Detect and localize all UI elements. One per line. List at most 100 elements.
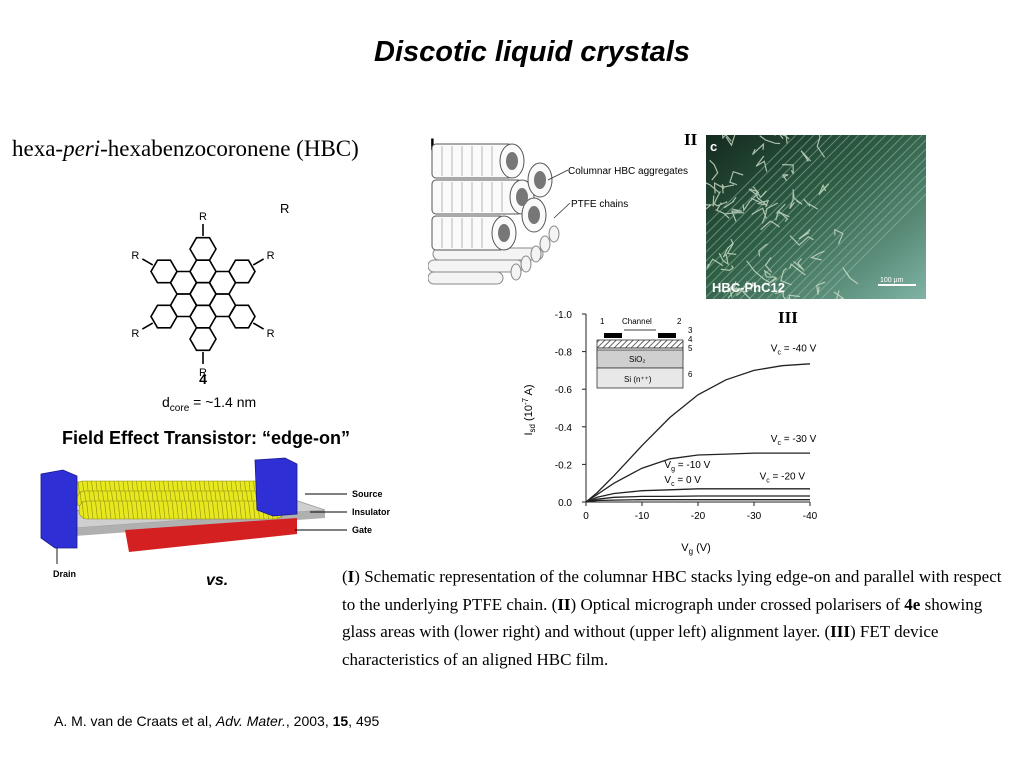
stack-disc xyxy=(131,500,134,520)
micrograph-domain xyxy=(775,209,789,222)
micrograph-domain xyxy=(842,267,859,285)
drain-label: Drain xyxy=(53,569,76,579)
stack-disc xyxy=(248,500,251,520)
micrograph-domain xyxy=(712,191,721,207)
callout-ptfe-chains: PTFE chains xyxy=(571,199,628,210)
caption-marker-ii: II xyxy=(557,594,571,614)
micrograph-domain xyxy=(785,135,788,144)
micrograph-domain xyxy=(750,197,770,208)
x-tick-label: -30 xyxy=(747,511,762,522)
substituent-label-r: R xyxy=(280,201,289,216)
micrograph-domain xyxy=(763,269,776,278)
stack-disc xyxy=(135,500,139,520)
substituent-r: R xyxy=(267,328,275,340)
stack-disc xyxy=(198,500,202,520)
alignment-stripe xyxy=(739,135,905,299)
molecule-ring xyxy=(228,259,256,284)
series-line xyxy=(585,488,810,503)
molecule-ring xyxy=(189,327,217,352)
stack-disc xyxy=(216,500,220,520)
stack-disc xyxy=(99,500,103,520)
stack-disc xyxy=(225,500,229,520)
micrograph-domain xyxy=(751,142,765,156)
stack-disc xyxy=(234,500,238,520)
callout-line-2 xyxy=(553,202,571,219)
micrograph-domain xyxy=(723,196,737,209)
stack-disc xyxy=(189,500,193,520)
chart-series xyxy=(585,363,811,503)
substituent-r: R xyxy=(199,211,207,223)
vs-label: vs. xyxy=(206,572,229,589)
alignment-stripe xyxy=(748,135,914,299)
micrograph-domain xyxy=(732,281,751,299)
stack-disc xyxy=(158,500,161,520)
alignment-stripe xyxy=(802,175,926,299)
molecule-name-prefix: hexa- xyxy=(12,136,64,161)
column-stripes xyxy=(441,146,503,248)
fet-stacks xyxy=(74,480,284,520)
micrograph-domain xyxy=(800,150,812,162)
inset-num-2: 2 xyxy=(677,317,682,326)
substituent-bond xyxy=(252,258,265,266)
micrograph-domain xyxy=(755,155,768,172)
stack-disc xyxy=(194,500,197,520)
x-tick-label: -40 xyxy=(803,511,818,522)
citation: A. M. van de Craats et al, Adv. Mater., … xyxy=(54,713,380,729)
substituent-bond xyxy=(141,258,154,266)
fet-edge-on-diagram: Source Insulator Gate Drain xyxy=(40,457,391,579)
panel-i-schematic: I Columnar HBC aggregates PTFE chains xyxy=(428,135,688,285)
chart-tick-labels: 0-10-20-30-40-1.0-0.8-0.6-0.4-0.20.0 xyxy=(555,310,818,522)
alignment-stripe xyxy=(721,135,887,299)
journal-volume: 15 xyxy=(332,713,349,729)
micrograph-corner-letter: c xyxy=(710,139,717,154)
chart-x-axis-label: Vg (V) xyxy=(681,542,711,556)
stack-disc xyxy=(212,500,215,520)
micrograph-domain xyxy=(779,135,790,140)
micrograph-domain xyxy=(767,276,778,285)
micrograph-domain xyxy=(722,242,735,258)
inset-num-5: 5 xyxy=(688,344,693,353)
micrograph-domain xyxy=(818,183,830,196)
stack-disc xyxy=(167,500,170,520)
micrograph-domain xyxy=(816,281,826,295)
alignment-stripe xyxy=(706,135,824,253)
caption-marker-iii: III xyxy=(830,622,850,641)
micrograph-domain xyxy=(746,260,770,283)
caption-marker-i: I xyxy=(347,567,355,586)
y-tick-label: -0.2 xyxy=(555,460,573,471)
source-label: Source xyxy=(352,489,383,499)
stack-disc xyxy=(108,500,112,520)
stack-disc xyxy=(221,500,224,520)
stack-disc xyxy=(86,500,89,520)
micrograph-domain xyxy=(761,202,778,224)
stack-disc xyxy=(162,500,166,520)
inset-si-label: Si (n⁺⁺) xyxy=(624,375,652,384)
curve-label: Vc = -40 V xyxy=(771,344,817,357)
stack-disc xyxy=(144,500,148,520)
stack-disc xyxy=(203,500,206,520)
micrograph-domain xyxy=(789,263,806,276)
micrograph-domain xyxy=(752,186,767,199)
stack-disc xyxy=(122,500,125,520)
substituent-r: R xyxy=(199,367,207,379)
fet-characteristics-chart: 0-10-20-30-40-1.0-0.8-0.6-0.4-0.20.0 Vc … xyxy=(521,310,818,556)
alignment-stripe xyxy=(712,135,878,299)
micrograph-domain xyxy=(759,135,781,145)
micrograph-sample-label: HBC-PhC12 xyxy=(712,280,785,295)
alignment-stripe xyxy=(766,139,926,299)
micrograph-domain xyxy=(793,258,805,271)
y-tick-label: -0.8 xyxy=(555,348,573,359)
inset-num-3: 3 xyxy=(688,326,693,335)
curve-label: Vc = -30 V xyxy=(771,434,817,447)
y-tick-label: 0.0 xyxy=(558,498,572,509)
series-line xyxy=(585,495,810,503)
inset-sio2-label: SiO₂ xyxy=(629,355,645,364)
micrograph-domain xyxy=(782,164,794,175)
stack-disc xyxy=(239,500,242,520)
micrograph-domain xyxy=(725,135,736,147)
micrograph-domain xyxy=(760,220,780,231)
micrograph-domain xyxy=(764,256,773,273)
inset-num-6: 6 xyxy=(688,370,693,379)
chart-axes xyxy=(582,313,811,506)
